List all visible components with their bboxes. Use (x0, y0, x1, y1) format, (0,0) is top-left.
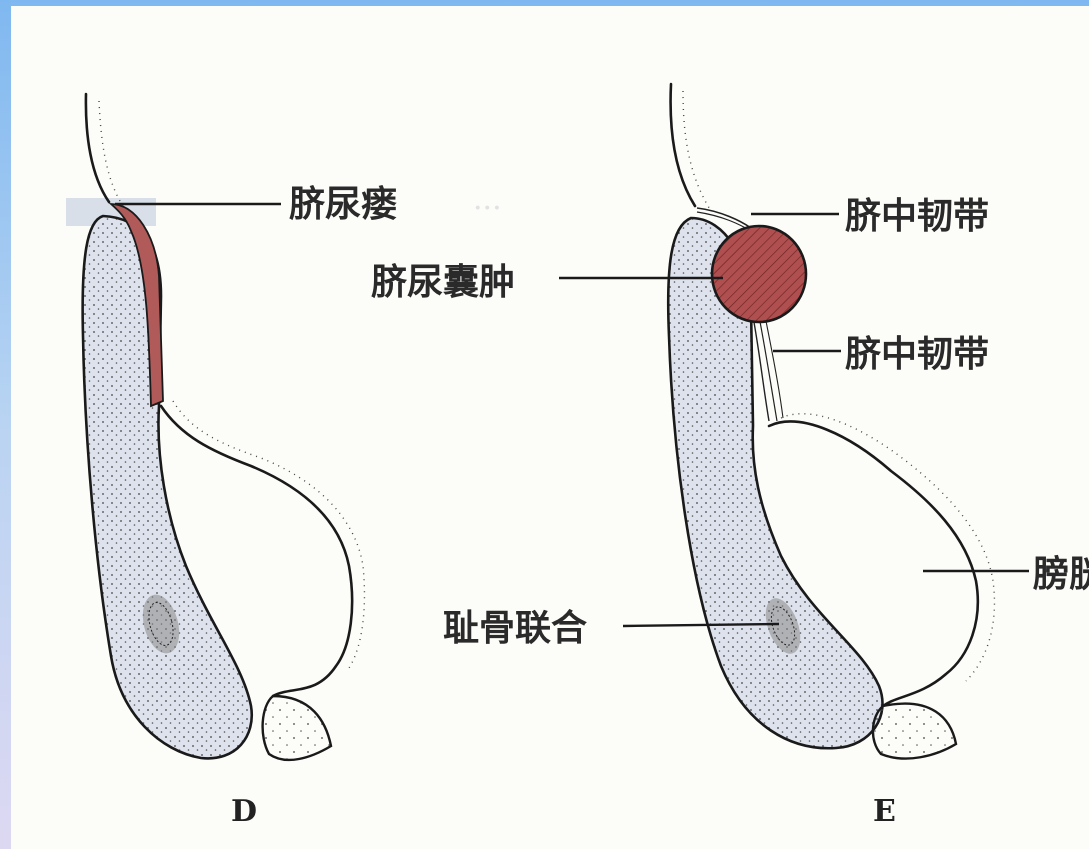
perineal-structure-e (873, 704, 956, 759)
panel-d: 脐尿瘘 ··· D (66, 94, 502, 829)
abdominal-wall-line (86, 94, 109, 202)
label-bladder: 膀胱 (1032, 553, 1089, 595)
abdominal-wall-line-e (671, 84, 695, 206)
label-median-ligament-lower: 脐中韧带 (845, 333, 989, 375)
pubic-bone-body (83, 216, 252, 758)
label-urachal-cyst: 脐尿囊肿 (371, 261, 515, 303)
panel-letter-e: E (873, 794, 896, 829)
label-urachal-fistula: 脐尿瘘 (289, 183, 397, 225)
urachal-cyst (712, 226, 806, 322)
label-pubic-symphysis: 耻骨联合 (443, 607, 587, 649)
label-median-ligament-upper: 脐中韧带 (845, 195, 989, 237)
diagram-canvas: 脐尿瘘 ··· D (11, 6, 1089, 849)
panel-letter-d: D (231, 794, 257, 829)
perineal-structure (263, 696, 331, 760)
diagram-figure: 脐尿瘘 ··· D (11, 6, 1089, 849)
ghost-artifact: ··· (473, 191, 502, 226)
